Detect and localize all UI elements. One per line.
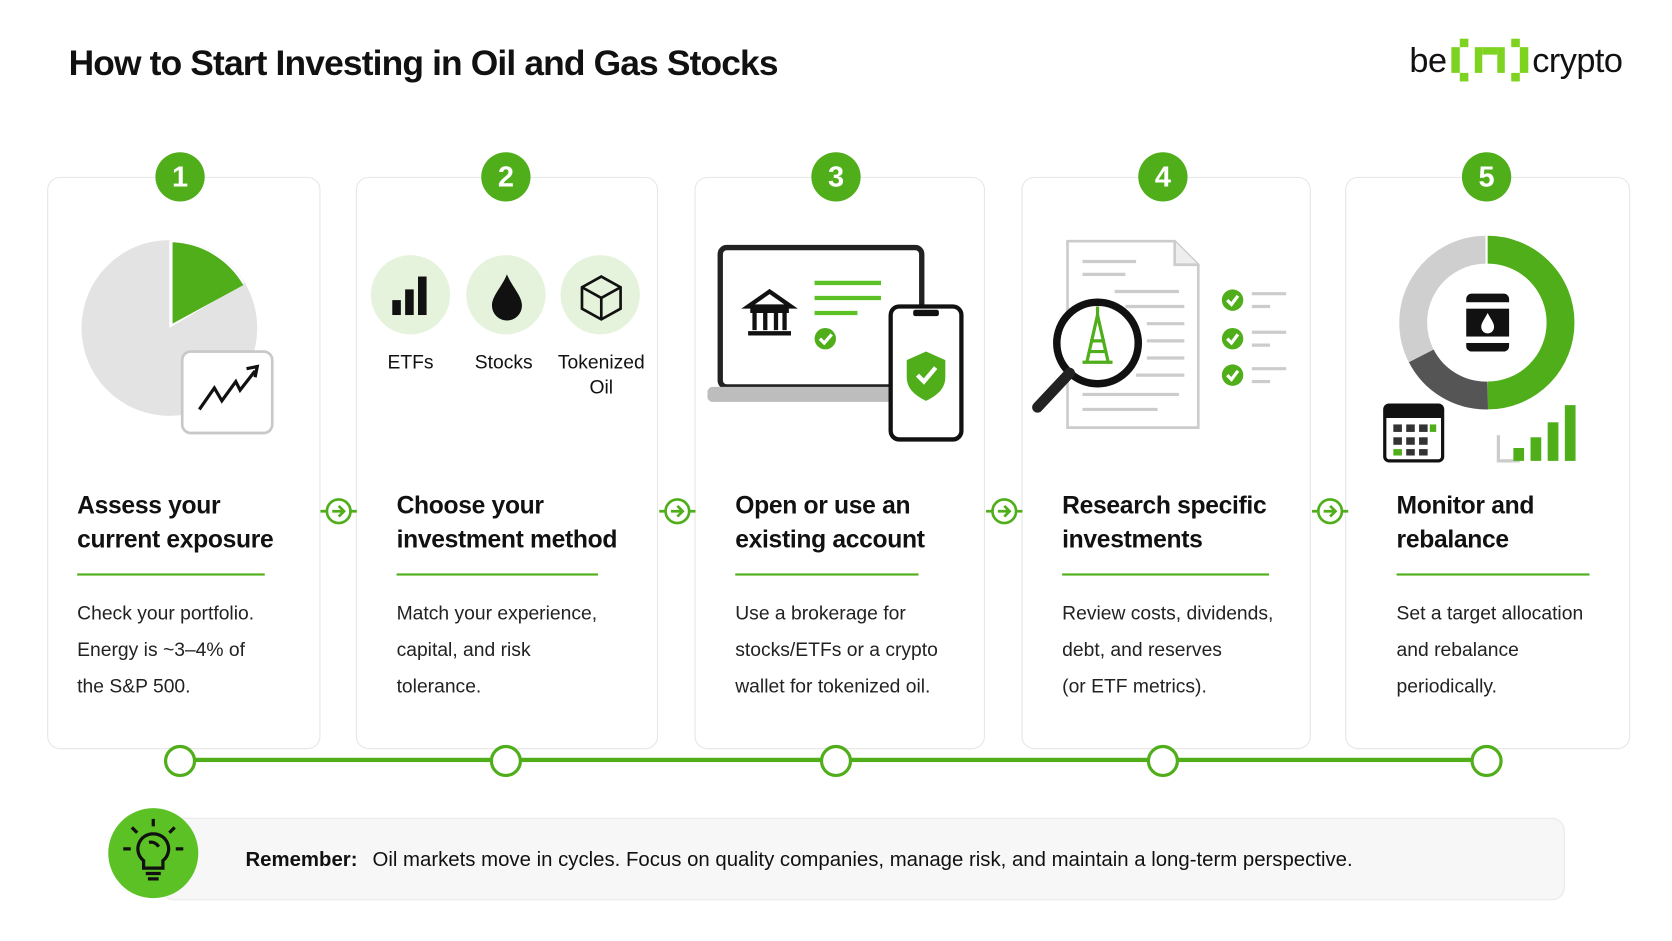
body-line: tolerance. <box>396 675 482 697</box>
body-line: Use a brokerage for <box>735 602 906 624</box>
body-line: stocks/ETFs or a crypto <box>735 638 938 661</box>
title-line: current exposure <box>77 525 274 554</box>
step-number-4: 4 <box>1138 152 1188 202</box>
laptop-phone-icon <box>707 244 964 442</box>
title-line: Choose your <box>396 490 544 519</box>
body-line: wallet for tokenized oil. <box>735 675 931 697</box>
bar-chart-icon <box>392 276 427 316</box>
title-line: Research specific <box>1062 490 1267 519</box>
step-card-5 <box>1345 176 1631 750</box>
divider <box>1396 573 1590 576</box>
step-title-2: Choose your investment method <box>397 488 618 557</box>
step-title-5: Monitor and rebalance <box>1397 488 1535 557</box>
step-body-3: Use a brokerage for stocks/ETFs or a cryp… <box>735 595 938 704</box>
title-line: existing account <box>735 525 925 554</box>
arrow-right-icon <box>320 498 357 525</box>
option-label-etfs: ETFs <box>387 351 434 373</box>
document-magnifier-icon <box>1032 239 1287 429</box>
lightbulb-icon <box>123 818 184 881</box>
timeline-node <box>163 744 197 778</box>
body-line: debt, and reserves <box>1062 638 1222 661</box>
option-label-oil: Oil <box>589 376 614 398</box>
body-line: and rebalance <box>1396 638 1519 661</box>
timeline-node <box>1470 744 1503 778</box>
arrow-right-icon <box>659 498 696 525</box>
step-body-2: Match your experience, capital, and risk t… <box>397 595 598 704</box>
arrow-right-icon <box>986 498 1023 525</box>
divider <box>735 573 919 576</box>
reminder-message: Oil markets move in cycles. Focus on qua… <box>372 848 1353 872</box>
body-line: Match your experience, <box>396 602 598 624</box>
divider <box>1062 573 1270 576</box>
reminder-box <box>160 817 1565 901</box>
lightbulb-icon-circle <box>108 808 199 899</box>
timeline-node <box>489 744 522 778</box>
title-line: investment method <box>396 525 618 554</box>
body-line: (or ETF metrics). <box>1062 675 1207 697</box>
step-number-1: 1 <box>155 152 205 202</box>
body-line: the S&P 500. <box>77 675 191 697</box>
timeline-node <box>1146 744 1179 778</box>
step-body-1: Check your portfolio. Energy is ~3–4% of t… <box>77 595 254 704</box>
reminder-label: Remember: <box>245 848 358 872</box>
title-line: rebalance <box>1396 525 1510 554</box>
title-line: Open or use an <box>735 490 911 519</box>
body-line: Set a target allocation <box>1396 602 1584 624</box>
logo-crypto: crypto <box>1532 40 1623 79</box>
step-body-5: Set a target allocation and rebalance peri… <box>1397 595 1584 704</box>
body-line: Energy is ~3–4% of <box>77 638 246 661</box>
option-label-tokenized: Tokenized <box>557 351 645 373</box>
step-body-4: Review costs, dividends, debt, and reserv… <box>1062 595 1273 704</box>
step-title-4: Research specific investments <box>1062 488 1267 557</box>
divider <box>77 573 265 576</box>
body-line: Check your portfolio. <box>77 602 255 624</box>
step-number-2: 2 <box>481 152 531 202</box>
divider <box>396 573 599 576</box>
pie-chart-trend-icon <box>81 240 274 435</box>
arrow-right-icon <box>1311 498 1349 525</box>
logo: be crypto <box>1409 38 1623 82</box>
step-title-1: Assess your current exposure <box>77 488 274 557</box>
title-line: Assess your <box>77 490 221 519</box>
page-title: How to Start Investing in Oil and Gas St… <box>68 42 779 83</box>
body-line: capital, and risk <box>396 638 531 661</box>
oil-drop-icon <box>491 274 522 321</box>
step-number-3: 3 <box>811 152 861 202</box>
logo-in-mark-icon <box>1450 38 1528 82</box>
title-line: Monitor and <box>1396 490 1535 519</box>
step-title-3: Open or use an existing account <box>735 488 925 557</box>
logo-be: be <box>1409 40 1447 79</box>
tokenized-oil-option-circle <box>560 255 640 335</box>
reminder-text: Remember: Oil markets move in cycles. Foc… <box>245 849 1352 873</box>
title-line: investments <box>1062 525 1203 554</box>
body-line: Review costs, dividends, <box>1062 602 1274 624</box>
donut-calendar-icon <box>1383 235 1576 463</box>
cube-icon <box>580 274 622 321</box>
step-number-5: 5 <box>1461 152 1512 202</box>
option-label-stocks: Stocks <box>474 351 533 373</box>
timeline-node <box>819 744 853 778</box>
body-line: periodically. <box>1396 675 1498 697</box>
